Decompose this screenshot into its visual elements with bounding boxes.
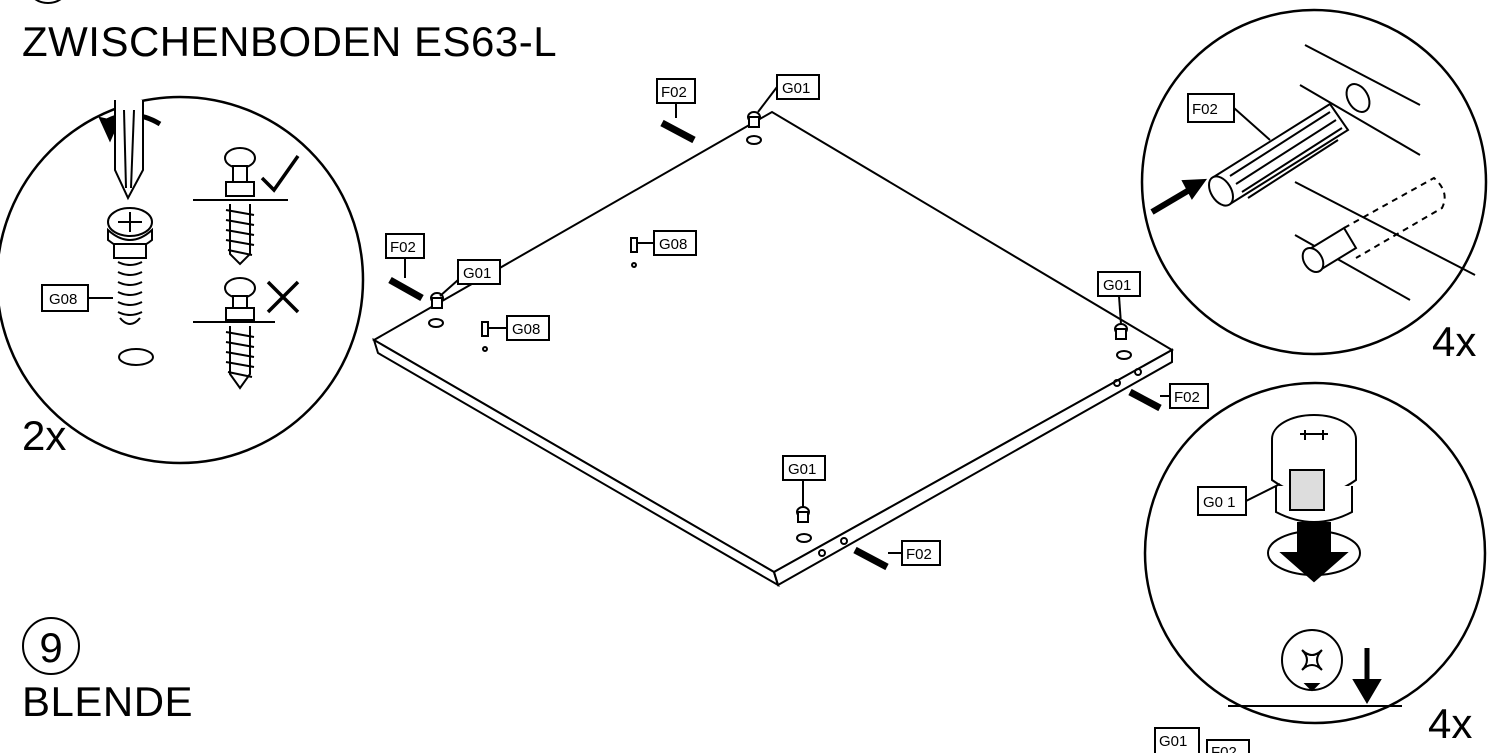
label-f02-detail: F02 [1192,101,1218,118]
label-g01-footer: G01 [1159,733,1187,750]
label-f02-right: F02 [1174,389,1200,406]
label-g01-bottom: G01 [788,461,816,478]
cam-lock-icon [796,506,810,523]
label-g08-left: G08 [512,321,540,338]
screwdriver-icon [114,100,144,201]
dowel-icon [388,276,424,302]
correct-screw-icon [193,147,300,266]
label-g08-detail: G08 [49,291,77,308]
cam-top-icon [1281,629,1343,691]
step9-number: 9 [22,617,80,675]
dowel-icon [853,546,889,571]
cross-icon [266,280,300,314]
label-g01-detail: G0 1 [1203,494,1236,511]
label-g08-mid: G08 [659,236,687,253]
screw-icon [481,321,489,337]
left-detail-quantity: 2x [22,412,67,459]
label-f02-bottom: F02 [906,546,932,563]
label-g01-top: G01 [782,80,810,97]
down-arrow-icon [1279,522,1349,583]
bottom-right-detail-quantity: 4x [1428,700,1473,747]
shelf-board [371,74,1209,588]
label-g01-left: G01 [463,265,491,282]
cam-lock-icon [1114,323,1128,340]
label-f02-footer: F02 [1211,744,1237,753]
cam-lock-icon [747,111,761,128]
dowel-icon [1128,388,1162,412]
label-g01-right: G01 [1103,277,1131,294]
dowel-icon [660,119,696,144]
step8-title: ZWISCHENBODEN ES63-L [22,18,558,65]
left-detail-circle [0,95,365,465]
checkmark-icon [260,154,300,193]
screw-icon [630,237,638,253]
wrong-screw-icon [193,277,300,390]
bottom-right-detail-circle [1143,381,1487,725]
step9-title: BLENDE [22,678,194,725]
top-right-detail-quantity: 4x [1432,318,1477,365]
label-f02-top: F02 [661,84,687,101]
top-right-detail-circle [1140,8,1488,356]
label-f02-left: F02 [390,239,416,256]
